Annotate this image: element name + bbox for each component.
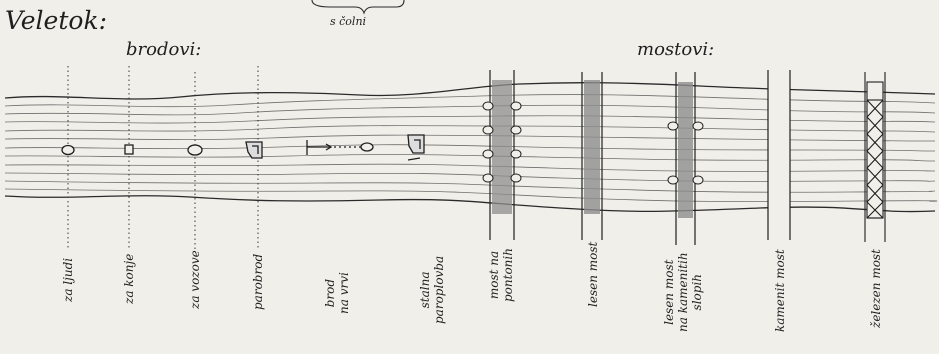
- label-ford-people: za ljudi: [61, 258, 75, 302]
- ferry-marker: [246, 142, 262, 158]
- iron-bridge-symbol: [865, 72, 885, 242]
- label-iron-bridge: železen most: [869, 249, 883, 328]
- ford-horses-marker: [125, 145, 133, 154]
- label-wooden-bridge: lesen most: [586, 242, 600, 307]
- river-bottom-bank: [5, 196, 935, 212]
- rope-ferry-marker: [307, 140, 373, 155]
- label-wooden-bridge-stone-piers: lesen most na kamenitih slopih: [662, 252, 704, 332]
- wooden-bridge-stone-piers-symbol: [668, 72, 703, 245]
- label-rope-ferry: brod na vrvi: [323, 272, 351, 314]
- label-pontoon-bridge: most na pontonih: [487, 248, 515, 302]
- ford-carts-marker: [188, 145, 202, 155]
- steam-ferry-marker: [408, 135, 424, 160]
- wooden-bridge-symbol: [582, 72, 602, 240]
- label-ford-horses: za konje: [122, 254, 136, 304]
- ford-people-marker: [62, 146, 74, 155]
- water-lines: [5, 95, 937, 202]
- stone-bridge-symbol: [768, 70, 790, 240]
- label-ford-carts: za vozove: [188, 250, 202, 309]
- brace-mark: [312, 0, 404, 13]
- label-ferry: parobrod: [251, 254, 265, 310]
- label-steam-ferry: stalna paroplovba: [418, 256, 446, 324]
- label-stone-bridge: kamenit most: [773, 249, 787, 332]
